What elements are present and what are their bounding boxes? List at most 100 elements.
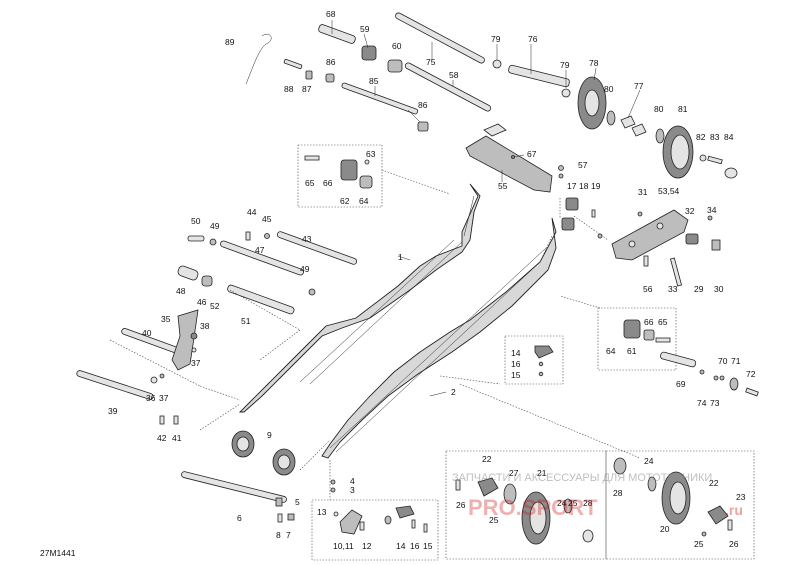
- callout-32: 32: [685, 206, 695, 216]
- part-79-washer-a: [492, 59, 502, 69]
- part-36-washer: [150, 376, 158, 384]
- part-79-washer-b: [561, 88, 571, 98]
- part-45-nut: [264, 233, 270, 239]
- callout-74: 74: [697, 398, 707, 408]
- part-55-crossbar: [465, 123, 564, 193]
- callout-10-11: 10,11: [333, 541, 354, 551]
- watermark-text: ЗАПЧАСТИ И АКСЕССУАРЫ ДЛЯ МОТОТЕХНИКИ: [452, 472, 712, 484]
- callout-28-right: 28: [613, 488, 623, 498]
- callout-30: 30: [714, 284, 724, 294]
- callout-19: 19: [591, 181, 601, 191]
- callout-42: 42: [157, 433, 167, 443]
- callout-83: 83: [710, 132, 720, 142]
- part-59-spacer: [361, 45, 377, 61]
- callout-89: 89: [225, 37, 235, 47]
- callout-4: 4: [350, 476, 355, 486]
- callout-47: 47: [255, 245, 265, 255]
- watermark: ЗАПЧАСТИ И АКСЕССУАРЫ ДЛЯ МОТОТЕХНИКИ PR…: [452, 472, 743, 520]
- callout-41: 41: [172, 433, 182, 443]
- callout-6: 6: [237, 513, 242, 523]
- part-69-shaft: [660, 351, 697, 368]
- part-49-washer-a: [209, 238, 217, 246]
- callout-5: 5: [295, 497, 300, 507]
- part-65-pin: [304, 155, 320, 161]
- callout-48: 48: [176, 286, 186, 296]
- callout-13: 13: [317, 507, 327, 517]
- callout-75: 75: [426, 57, 436, 67]
- callout-62: 62: [340, 196, 350, 206]
- callout-26-left: 26: [456, 500, 466, 510]
- callout-58: 58: [449, 70, 459, 80]
- part-2-rail: [321, 217, 557, 459]
- part-68-tube: [318, 24, 356, 44]
- part-41-bolt: [173, 415, 179, 425]
- callout-79-a: 79: [491, 34, 501, 44]
- part-16-pin: [411, 519, 416, 529]
- callout-16-bottom: 16: [410, 541, 420, 551]
- callout-56: 56: [643, 284, 653, 294]
- callout-86-b: 86: [418, 100, 428, 110]
- callout-45: 45: [262, 214, 272, 224]
- part-86-spacer-a: [325, 73, 335, 83]
- inset-box-62-66: [297, 144, 383, 208]
- part-48-rod: [177, 265, 199, 281]
- callout-labels: 1 2 3 4 5 6 7 8 9 10,11 12 13 14 14 15 1…: [108, 9, 756, 551]
- callout-66-top: 66: [323, 178, 333, 188]
- callout-69: 69: [676, 379, 686, 389]
- callout-81: 81: [678, 104, 688, 114]
- part-77-nut-b: [631, 123, 647, 137]
- callout-12: 12: [362, 541, 372, 551]
- callout-25-b: 25: [568, 498, 578, 508]
- part-89-spring: [245, 33, 272, 85]
- part-47-rod: [220, 240, 304, 276]
- part-1-rail: [238, 183, 481, 413]
- callout-34: 34: [707, 205, 717, 215]
- inset-box-20-28: [445, 450, 607, 560]
- callout-73: 73: [710, 398, 720, 408]
- part-10-11-bracket: [339, 509, 363, 535]
- part-58-rod: [404, 62, 492, 112]
- callout-24-right: 24: [644, 456, 654, 466]
- callout-46: 46: [197, 297, 207, 307]
- callout-55: 55: [498, 181, 508, 191]
- callout-77: 77: [634, 81, 644, 91]
- part-88-bolt: [283, 58, 303, 70]
- callout-64-top: 64: [359, 196, 369, 206]
- callout-43: 43: [302, 234, 312, 244]
- callout-25-a: 25: [489, 515, 499, 525]
- part-6-axle: [181, 471, 295, 523]
- callout-29: 29: [694, 284, 704, 294]
- callout-60: 60: [392, 41, 402, 51]
- callout-86-a: 86: [326, 57, 336, 67]
- callout-67: 67: [527, 149, 537, 159]
- part-39-rod: [76, 370, 154, 400]
- callout-49-b: 49: [300, 264, 310, 274]
- part-64-block: [359, 175, 373, 189]
- callout-44: 44: [247, 207, 257, 217]
- callout-39: 39: [108, 406, 118, 416]
- watermark-logo: PRO.SPORT: [468, 495, 598, 520]
- callout-14-bottom: 14: [396, 541, 406, 551]
- part-35-arm: [171, 309, 199, 371]
- callout-65-right: 65: [658, 317, 668, 327]
- part-14-slider: [395, 505, 415, 519]
- drawing-code: 27M1441: [40, 548, 76, 558]
- callout-17: 17: [567, 181, 577, 191]
- part-7-nut: [287, 513, 295, 521]
- part-82-washer: [699, 154, 707, 162]
- callout-35: 35: [161, 314, 171, 324]
- callout-57: 57: [578, 160, 588, 170]
- callout-1: 1: [398, 252, 403, 262]
- part-76-rod: [508, 64, 570, 88]
- part-60-bushing: [387, 59, 403, 73]
- inset-box-10-16-bottom: [311, 499, 439, 561]
- top-shaft-assembly: [245, 12, 738, 179]
- part-75-rod: [395, 12, 485, 64]
- part-50-pin: [187, 235, 205, 242]
- callout-68: 68: [326, 9, 336, 19]
- callout-27: 27: [509, 468, 519, 478]
- part-8-bolt: [277, 513, 283, 523]
- callout-7: 7: [286, 530, 291, 540]
- callout-36: 36: [146, 393, 156, 403]
